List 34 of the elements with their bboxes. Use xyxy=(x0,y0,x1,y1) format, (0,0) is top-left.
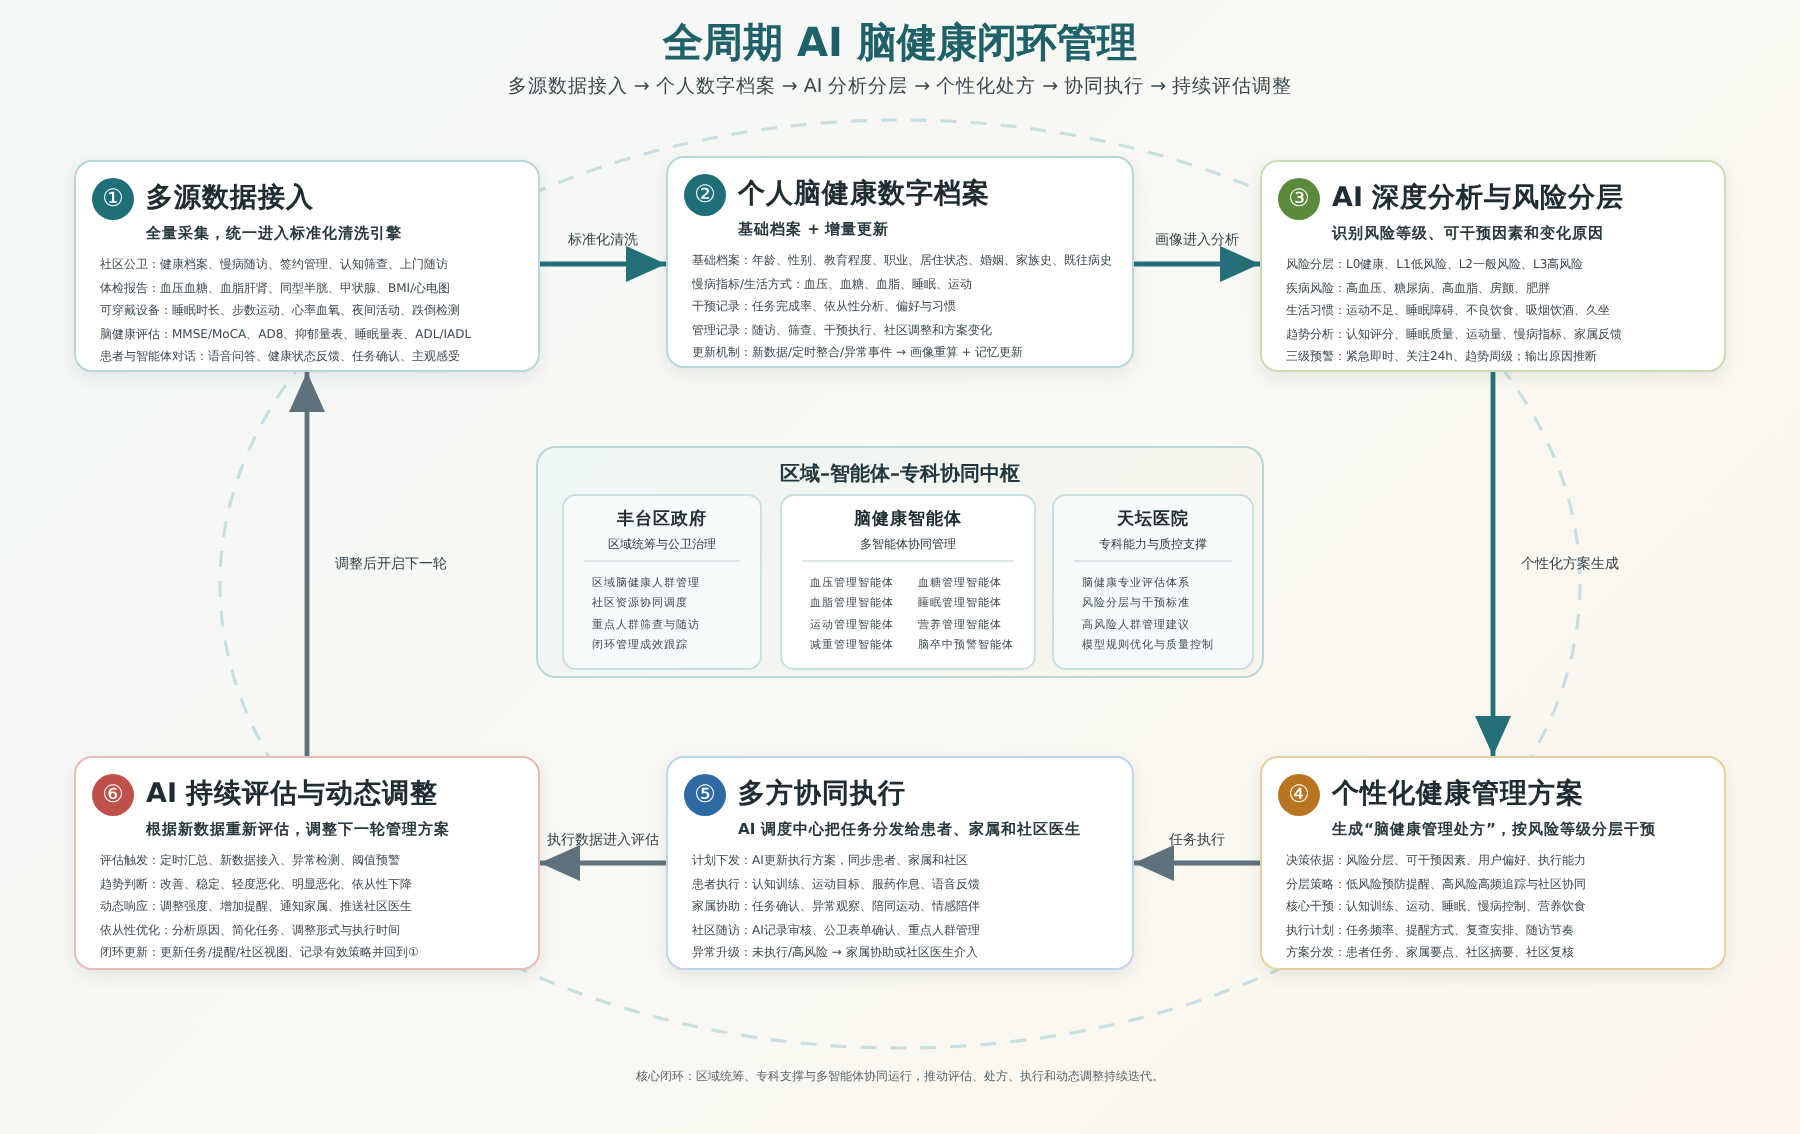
diagram-title: 全周期 AI 脑健康闭环管理 xyxy=(660,16,1139,70)
arrow xyxy=(1134,246,1260,282)
arrow xyxy=(1134,845,1260,881)
number-badge: ⑥ xyxy=(92,774,134,816)
panel-title: 区域–智能体–专科协同中枢 xyxy=(778,461,1022,488)
step-card xyxy=(74,756,540,970)
arrow xyxy=(540,845,666,881)
card-title: 天坛医院 xyxy=(1115,508,1191,532)
number-badge: ⑤ xyxy=(684,774,726,816)
step-card xyxy=(74,160,540,372)
arrow xyxy=(540,246,666,282)
partner-card xyxy=(562,494,762,670)
card-title: 脑健康智能体 xyxy=(852,508,964,532)
arrow xyxy=(289,372,325,756)
card-title: AI 持续评估与动态调整 xyxy=(146,776,439,814)
number-badge: ② xyxy=(684,174,726,216)
partner-card xyxy=(780,494,1036,670)
card-title: 丰台区政府 xyxy=(615,508,709,532)
step-card xyxy=(666,156,1134,368)
arrow xyxy=(1475,372,1511,756)
number-badge: ④ xyxy=(1278,774,1320,816)
step-card xyxy=(1260,160,1726,372)
card-title: AI 深度分析与风险分层 xyxy=(1332,180,1625,218)
step-card xyxy=(666,756,1134,970)
card-title: 个性化健康管理方案 xyxy=(1332,776,1584,814)
flow-summary: 多源数据接入 → 个人数字档案 → AI 分析分层 → 个性化处方 → 协同执行 → 持续评估调整 xyxy=(505,74,1295,100)
card-title: 多方协同执行 xyxy=(738,776,906,814)
number-badge: ③ xyxy=(1278,178,1320,220)
step-card xyxy=(1260,756,1726,970)
card-title: 多源数据接入 xyxy=(146,180,314,218)
number-badge: ① xyxy=(92,178,134,220)
hub-panel xyxy=(536,446,1264,678)
card-title: 个人脑健康数字档案 xyxy=(738,176,990,214)
partner-card xyxy=(1052,494,1254,670)
